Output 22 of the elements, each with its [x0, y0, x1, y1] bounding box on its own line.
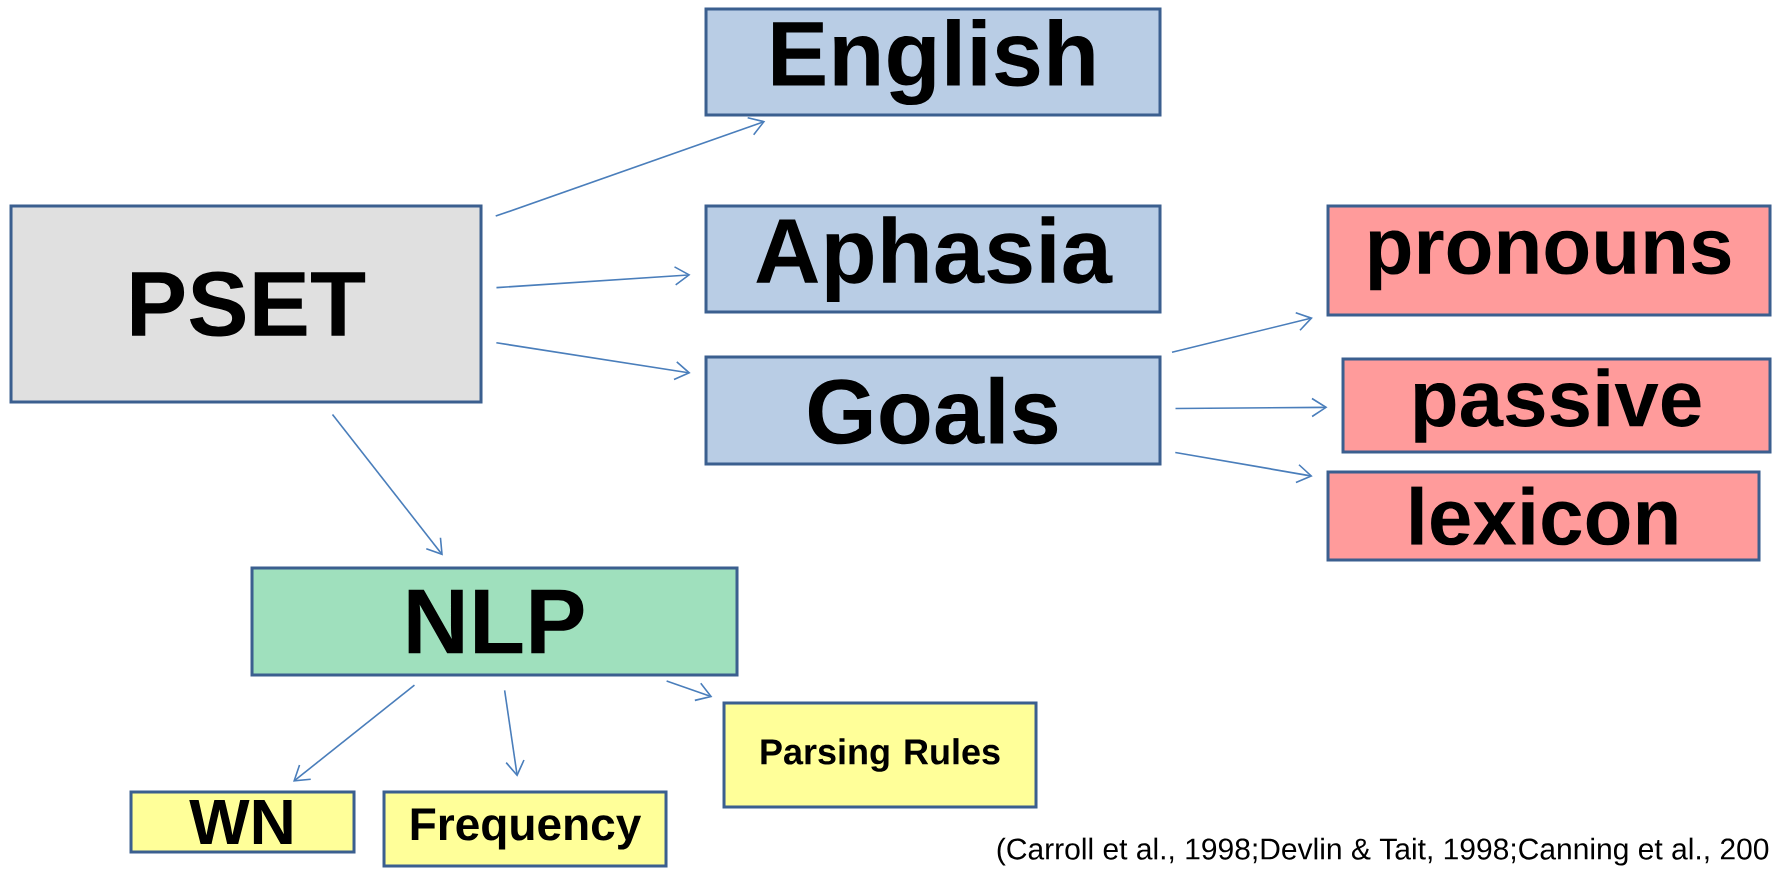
citation-text: (Carroll et al., 1998;Devlin & Tait, 1998;Canning et al., 200: [997, 837, 1769, 866]
arrow: [665, 680, 713, 702]
arrow: [494, 117, 766, 217]
arrow: [1174, 451, 1313, 484]
process-box: WN: [129, 790, 356, 854]
arrow: [495, 266, 691, 289]
process-box: pronouns: [1326, 204, 1772, 317]
arrow: [331, 413, 443, 556]
arrow: [1171, 311, 1313, 353]
arrow: [495, 341, 691, 381]
process-box: Frequency: [382, 790, 668, 868]
process-box: Aphasia: [704, 204, 1162, 314]
process-box: PSET: [9, 204, 483, 404]
arrow: [503, 689, 525, 777]
process-box: Parsing Rules: [722, 701, 1038, 809]
process-box: NLP: [250, 566, 739, 677]
arrow: [293, 684, 416, 782]
process-box: Goals: [704, 355, 1162, 466]
process-box: lexicon: [1326, 470, 1761, 562]
arrow: [1174, 397, 1328, 418]
process-box: English: [704, 7, 1162, 117]
process-box: passive: [1341, 357, 1772, 454]
